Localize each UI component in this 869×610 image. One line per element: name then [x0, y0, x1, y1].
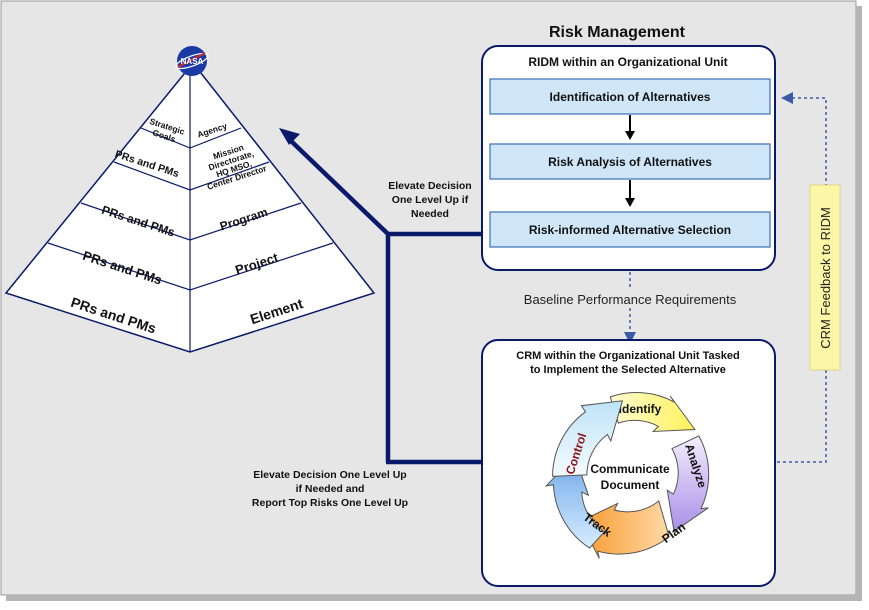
ridm-step-identification-label: Identification of Alternatives — [550, 90, 711, 104]
ridm-step-risk-analysis-label: Risk Analysis of Alternatives — [548, 155, 712, 169]
crm-center-document: Document — [601, 478, 660, 492]
crm-title-line2: to Implement the Selected Alternative — [530, 364, 726, 376]
feedback-label: CRM Feedback to RIDM — [818, 207, 833, 349]
crm-center-communicate: Communicate — [590, 462, 670, 476]
cycle-control-arrow: Control — [552, 400, 624, 477]
baseline-requirements-label: Baseline Performance Requirements — [524, 292, 737, 307]
diagram-title: Risk Management — [549, 24, 686, 41]
nasa-logo-text: NASA — [181, 57, 204, 66]
crm-title-line1: CRM within the Organizational Unit Taske… — [516, 350, 739, 362]
ridm-box: RIDM within an Organizational Unit Ident… — [481, 45, 776, 271]
ridm-step-risk-analysis — [489, 143, 771, 180]
down-arrow-icon — [625, 115, 635, 140]
cycle-analyze-arrow: Analyze — [666, 435, 710, 533]
ridm-step-selection — [489, 211, 771, 248]
ridm-step-selection-label: Risk-informed Alternative Selection — [529, 223, 731, 237]
down-arrow-icon — [625, 180, 635, 207]
nasa-logo-icon: NASA — [175, 46, 209, 76]
ridm-title: RIDM within an Organizational Unit — [528, 55, 727, 69]
crm-cycle: Identify Analyze Plan Track Control Comm… — [544, 392, 710, 559]
feedback-label-box — [809, 184, 841, 371]
elevate-connector — [279, 128, 484, 465]
cycle-identify-label: Identify — [619, 402, 662, 416]
cycle-identify-arrow: Identify — [609, 392, 696, 433]
crm-box: CRM within the Organizational Unit Taske… — [481, 339, 776, 587]
ridm-step-identification — [489, 78, 771, 115]
